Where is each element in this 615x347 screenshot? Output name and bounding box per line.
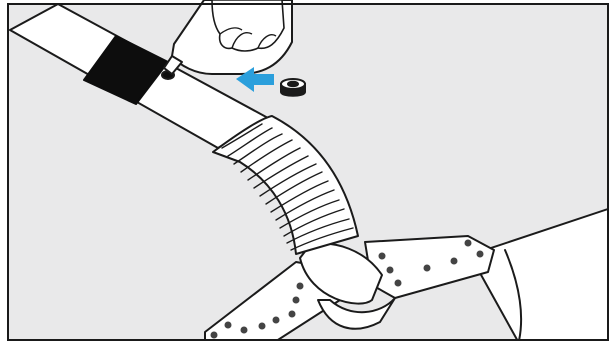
hand-icon [212, 0, 284, 51]
pipe-cap-icon [281, 79, 305, 96]
